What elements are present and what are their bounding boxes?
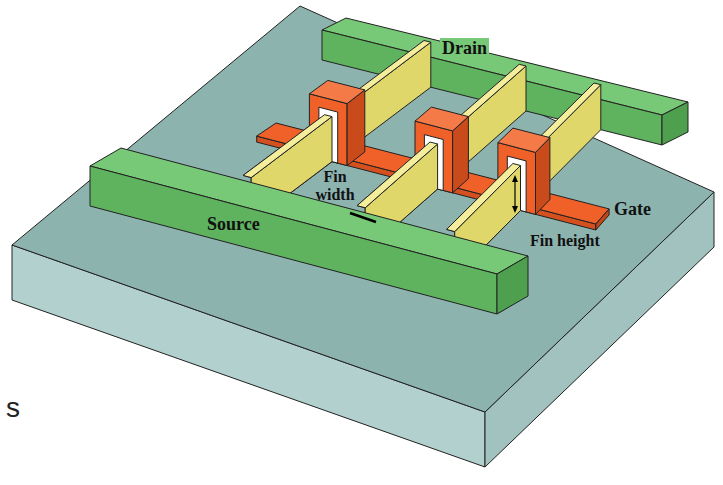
fin-top <box>447 164 521 232</box>
fin-width-label: Fin width <box>311 168 359 205</box>
arrow-head <box>512 206 518 213</box>
gate-flange-end <box>596 209 609 230</box>
gate-top <box>309 80 364 103</box>
fin-top <box>357 142 438 208</box>
fin-width-marker <box>350 213 376 222</box>
fin-top <box>243 115 332 178</box>
stray-letter: s <box>6 392 20 424</box>
drain-label: Drain <box>440 38 489 59</box>
gate-top <box>415 107 468 131</box>
drain-end <box>662 102 688 145</box>
fin-height-arrow <box>514 180 515 208</box>
source-front <box>90 166 497 314</box>
substrate-top <box>12 6 714 412</box>
fin-height-label: Fin height <box>530 232 600 250</box>
source-label: Source <box>205 214 262 235</box>
gate-label: Gate <box>614 199 651 220</box>
source-end <box>497 256 528 314</box>
arrow-head <box>512 175 518 182</box>
gate-top <box>498 128 550 152</box>
